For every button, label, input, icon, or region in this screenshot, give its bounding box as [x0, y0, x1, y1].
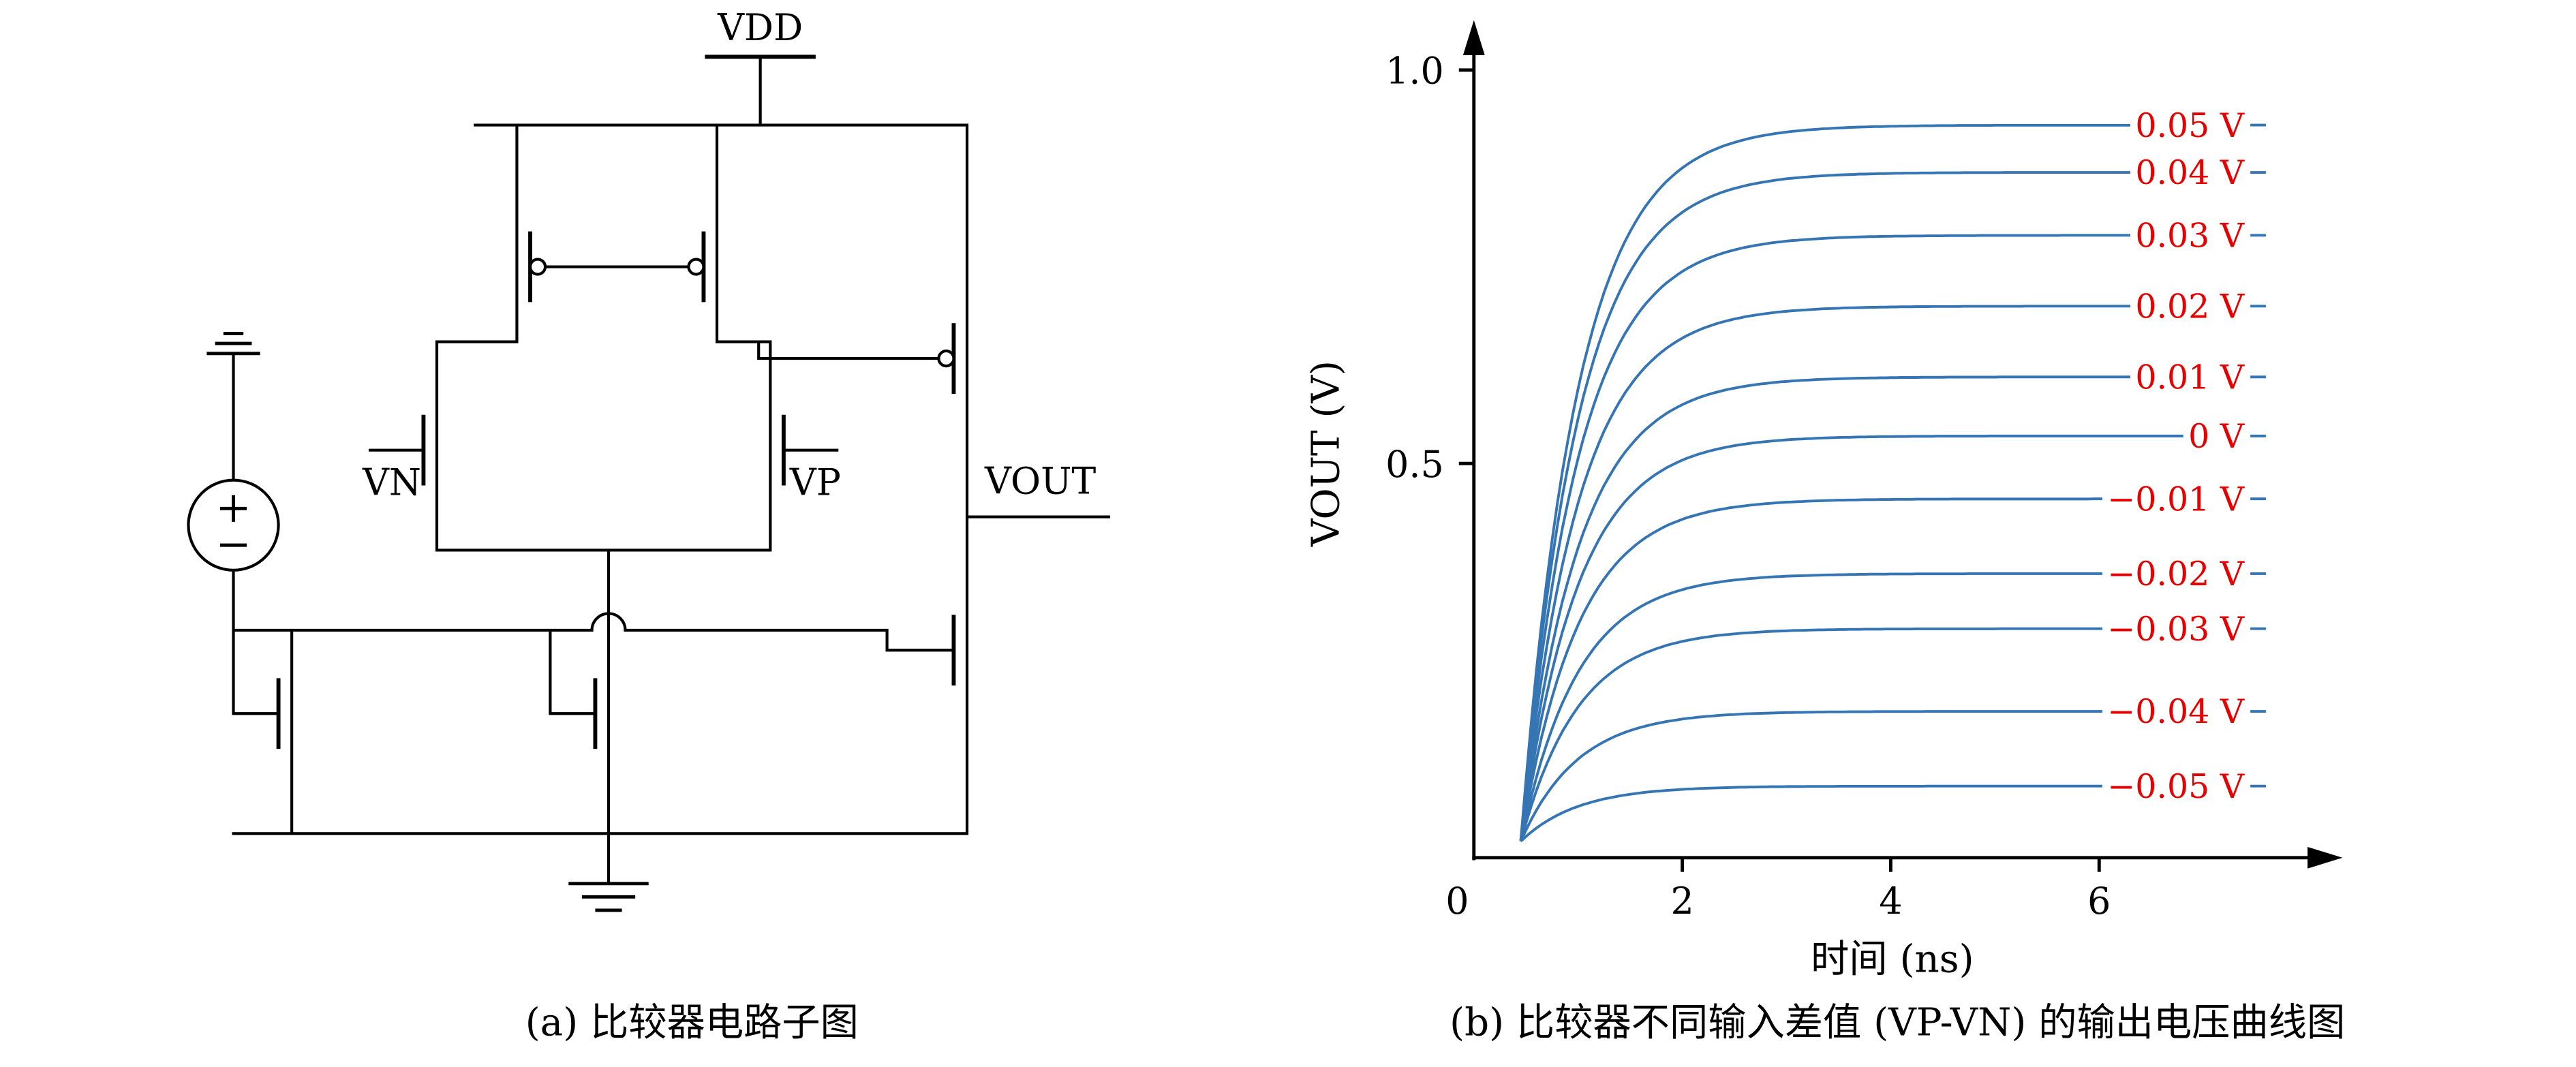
curve-label: −0.03 V	[2107, 610, 2245, 649]
y-tick-label: 1.0	[1385, 49, 1444, 92]
curve-label: 0.05 V	[2135, 106, 2245, 145]
vp-label: VP	[789, 461, 841, 504]
curve-0V	[1519, 434, 2266, 841]
curve-label-backplate	[2102, 690, 2251, 733]
curve-label: 0.03 V	[2135, 216, 2245, 255]
caption-b: (b) 比较器不同输入差值 (VP-VN) 的输出电压曲线图	[1450, 1000, 2345, 1045]
voltage-source-body	[187, 478, 280, 572]
vdd-label: VDD	[717, 6, 803, 49]
pmos-gate-bubble	[687, 258, 705, 276]
ground-symbol-bottom	[568, 832, 649, 912]
curve-label: −0.05 V	[2107, 767, 2245, 806]
curve-label: 0.01 V	[2135, 358, 2245, 397]
curve-label-backplate	[2130, 151, 2251, 194]
axis-ticks: 0 2 4 6 0.5 1.0	[1385, 49, 2111, 922]
ground-bars	[206, 331, 260, 356]
curve-label-backplate	[2102, 553, 2251, 596]
curve-label: 0.02 V	[2135, 287, 2245, 326]
curve-labels: 0.05 V 0.04 V 0.03 V 0.02 V 0.01 V 0 V −0.01 V…	[2102, 104, 2251, 808]
curve-label-backplate	[2102, 478, 2251, 521]
circuit-wires	[232, 55, 1111, 835]
curve-−0.03V	[1519, 627, 2266, 842]
curve-label: −0.02 V	[2107, 555, 2245, 593]
y-tick-label: 0.5	[1385, 443, 1444, 486]
curve-label-backplate	[2130, 104, 2251, 147]
curve-label: −0.01 V	[2107, 480, 2245, 519]
pmos-gate-bubble	[937, 350, 955, 368]
plus-sign	[219, 495, 247, 522]
y-axis-arrowhead	[1462, 20, 1485, 55]
pmos-gate-bubble	[528, 258, 547, 276]
x-tick-label: 0	[1445, 880, 1469, 923]
output-chart: 0 2 4 6 0.5 1.0 0.05 V 0.04 V 0.03 V 0.02 V 0.01 …	[1304, 20, 2343, 981]
ground-bars	[568, 882, 649, 912]
vout-label: VOUT	[984, 459, 1096, 502]
ground-symbol-top-left	[206, 331, 260, 356]
curve-label-backplate	[2102, 608, 2251, 651]
curve-label-backplate	[2102, 765, 2251, 808]
circuit-schematic	[187, 55, 1111, 912]
curve-label-backplate	[2130, 215, 2251, 257]
voltage-source	[187, 478, 280, 572]
y-axis-label: VOUT (V)	[1304, 360, 1349, 547]
x-axis-label: 时间 (ns)	[1811, 937, 1974, 981]
x-tick-label: 4	[1879, 880, 1902, 923]
x-tick-label: 2	[1670, 880, 1693, 923]
vn-label: VN	[362, 461, 421, 504]
curve-label: 0.04 V	[2135, 153, 2245, 192]
curve-label-backplate	[2130, 285, 2251, 328]
curve-label-backplate	[2183, 415, 2251, 458]
x-tick-label: 6	[2087, 880, 2111, 923]
curve-label: 0 V	[2188, 417, 2245, 456]
caption-a: (a) 比较器电路子图	[525, 1000, 859, 1045]
curve-label-backplate	[2130, 356, 2251, 399]
curve-label: −0.04 V	[2107, 692, 2245, 731]
x-axis-arrowhead	[2307, 846, 2343, 869]
